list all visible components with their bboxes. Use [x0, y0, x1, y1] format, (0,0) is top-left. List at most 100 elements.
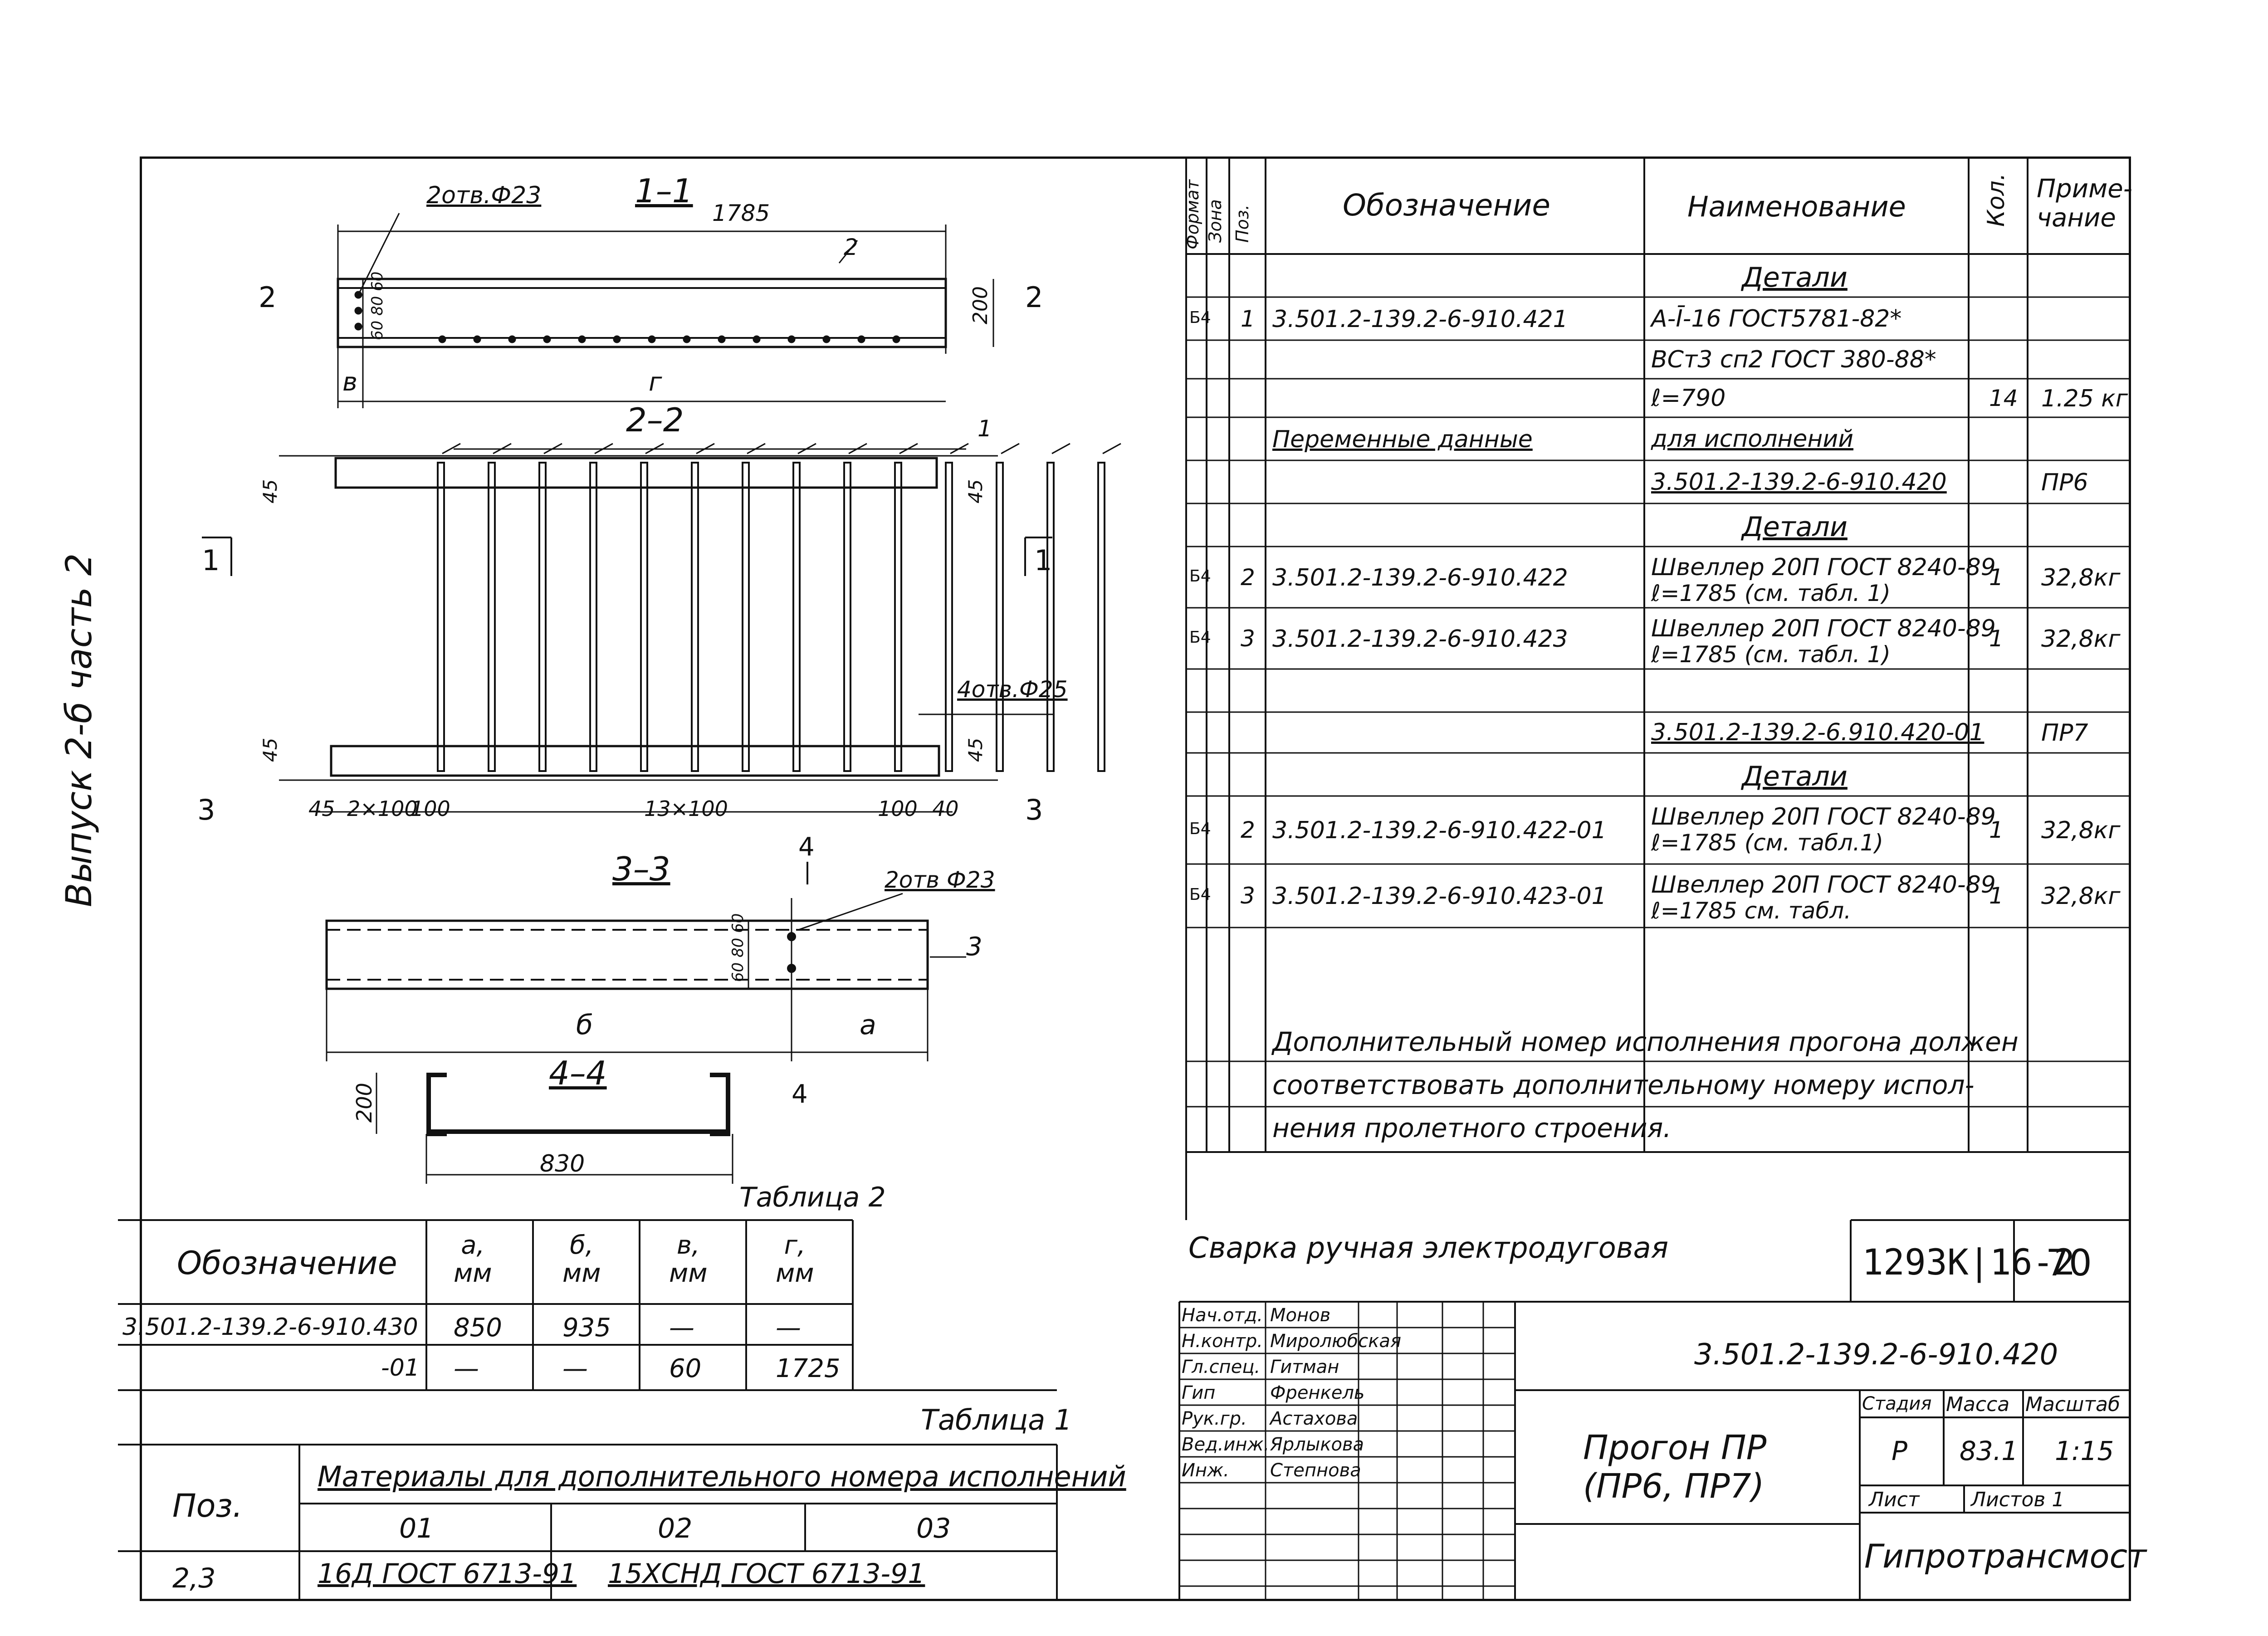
- spec-note-cell: 32,8кг: [2041, 883, 2121, 910]
- spec-name-2: ℓ=1785 см. табл.: [1651, 898, 1852, 924]
- rebar-bar: [691, 462, 699, 772]
- role-label: Рук.гр.: [1182, 1408, 1247, 1429]
- spec-designation: 3.501.2-139.2-6-910.422-01: [1272, 817, 1607, 844]
- rebar-bar: [640, 462, 648, 772]
- spec-name-2: ℓ=1785 (см. табл.1): [1651, 830, 1883, 856]
- spec-name: для исполнений: [1651, 425, 1854, 453]
- hole-mark: [354, 322, 362, 331]
- rebar-bar: [1097, 462, 1105, 772]
- table2-header-g: г, мм: [776, 1231, 814, 1288]
- table2-header-designation: Обозначение: [177, 1245, 397, 1282]
- rebar-bar: [843, 462, 851, 772]
- spec-designation: 3.501.2-139.2-6-910.423: [1272, 625, 1568, 653]
- spec-qty: 14: [1989, 385, 2018, 411]
- spec-name: ℓ=790: [1651, 384, 1726, 412]
- table2-designation: 3.501.2-139.2-6-910.430: [122, 1314, 418, 1341]
- table1-material-1: 16Д ГОСТ 6713-91: [318, 1558, 577, 1590]
- hatch-line: [797, 443, 816, 454]
- hatch-line: [848, 443, 867, 454]
- spec-name: А-Ī-16 ГОСТ5781-82*: [1651, 305, 1902, 332]
- cut-mark-1-right: 1: [1034, 544, 1052, 577]
- spec-name: Швеллер 20П ГОСТ 8240-89: [1651, 871, 1996, 899]
- sheets-header: Листов 1: [1971, 1488, 2065, 1511]
- spec-header-zone: Зона: [1205, 199, 1225, 243]
- welding-note: Сварка ручная электродуговая: [1188, 1231, 1669, 1265]
- role-label: Нач.отд.: [1182, 1305, 1263, 1326]
- table2-cell: 935: [562, 1313, 611, 1343]
- cut-arrow-2-right: 2: [1025, 281, 1043, 314]
- section-2-2-title: 2–2: [626, 401, 684, 439]
- dim: 45: [308, 796, 335, 821]
- section-1-1-holes: 2отв.Ф23: [426, 182, 542, 209]
- rebar-bar: [437, 462, 445, 772]
- spec-format: Б4: [1189, 628, 1211, 647]
- cut-mark-1-left: 1: [202, 544, 220, 577]
- spec-note-cell: 1.25 кг: [2041, 385, 2128, 412]
- hole-mark: [683, 335, 691, 343]
- table2-header-a: а, мм: [454, 1231, 492, 1288]
- hole-mark: [543, 335, 551, 343]
- document-code: 3.501.2-139.2-6-910.420: [1694, 1338, 2058, 1372]
- spec-pos: 2: [1241, 564, 1255, 591]
- hatch-line: [594, 443, 613, 454]
- spec-pos: 3: [1241, 883, 1255, 909]
- mass-value: 83.1: [1960, 1436, 2019, 1466]
- spec-name: Швеллер 20П ГОСТ 8240-89: [1651, 615, 1996, 642]
- spec-format: Б4: [1189, 885, 1211, 904]
- hatch-line: [442, 443, 461, 454]
- person-name: Миролюбская: [1270, 1331, 1402, 1352]
- person-name: Монов: [1270, 1305, 1331, 1326]
- table1-col-03: 03: [916, 1513, 951, 1544]
- spec-format: Б4: [1189, 308, 1211, 327]
- section-2-2-view: [202, 443, 1121, 813]
- hole-mark: [354, 291, 362, 299]
- spec-designation: 3.501.2-139.2-6-910.421: [1272, 305, 1568, 333]
- person-name: Френкель: [1270, 1382, 1365, 1403]
- spec-note-cell: ПР6: [2041, 469, 2088, 496]
- spec-qty: 1: [1989, 883, 2004, 909]
- role-label: Гл.спец.: [1182, 1357, 1261, 1377]
- rebar-bar: [742, 462, 750, 772]
- dim: 40: [932, 796, 959, 821]
- spec-header-name: Наименование: [1687, 190, 1906, 223]
- spec-name: Детали: [1742, 261, 1848, 293]
- dim: 2×100: [347, 796, 418, 821]
- table1-mat-header: Материалы для дополнительного номера исп…: [318, 1460, 1126, 1493]
- spec-pos: 3: [1241, 625, 1255, 652]
- hole-mark: [578, 335, 586, 343]
- spec-grid: [1186, 156, 2131, 1153]
- organization: Гипротрансмост: [1864, 1537, 2147, 1575]
- person-name: Степнова: [1270, 1460, 1361, 1481]
- dim: 100: [411, 796, 450, 821]
- role-label: Н.контр.: [1182, 1331, 1263, 1352]
- spec-name-2: ℓ=1785 (см. табл. 1): [1651, 641, 1891, 668]
- rebar-bar: [1046, 462, 1055, 772]
- section-2-2-holes: 4отв.Ф25: [957, 676, 1068, 703]
- dim: 13×100: [644, 796, 728, 821]
- spec-name: 3.501.2-139.2-6.910.420-01: [1651, 719, 1984, 746]
- spec-pos: 1: [1241, 305, 1255, 332]
- table1-pos-header: Поз.: [172, 1487, 243, 1524]
- hole-mark: [718, 335, 726, 343]
- hole-mark: [857, 335, 865, 343]
- scale-header: Масштаб: [2025, 1393, 2121, 1416]
- table2-cell: —: [562, 1354, 588, 1383]
- spec-name: 3.501.2-139.2-6-910.420: [1651, 468, 1947, 496]
- section-4-4-view: [376, 1073, 733, 1184]
- spec-name: Швеллер 20П ГОСТ 8240-89: [1651, 803, 1996, 830]
- dim-g: г: [649, 367, 662, 397]
- stage-value: Р: [1892, 1436, 1907, 1466]
- dim-45-bot-right: 45: [964, 737, 987, 762]
- dim-45-bot-left: 45: [259, 737, 281, 762]
- title-block-grid: [1178, 1219, 2131, 1601]
- section-1-1-title: 1–1: [635, 172, 693, 210]
- section-3-3-small-dims: 60 80 60: [729, 913, 747, 982]
- role-label: Гип: [1182, 1382, 1216, 1403]
- person-name: Астахова: [1270, 1408, 1358, 1429]
- hole-mark: [787, 335, 796, 343]
- table2-grid: [118, 1219, 1057, 1391]
- hole-mark: [753, 335, 761, 343]
- spec-qty: 1: [1989, 817, 2004, 843]
- spec-header-note: Приме- чание: [2037, 174, 2132, 233]
